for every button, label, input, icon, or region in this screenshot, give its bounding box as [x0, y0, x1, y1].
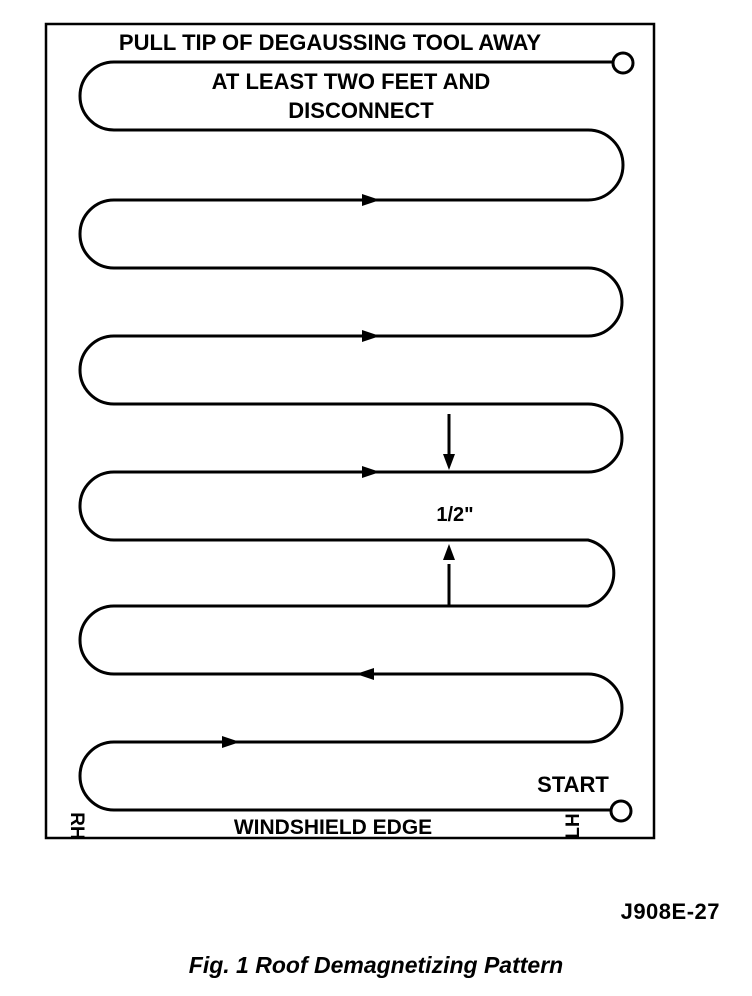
direction-arrow-right: [222, 736, 240, 748]
direction-arrow-right: [362, 194, 380, 206]
figure-code: J908E-27: [620, 899, 720, 924]
spacing-label: 1/2": [436, 504, 473, 526]
windshield-edge-label: WINDSHIELD EDGE: [234, 816, 432, 839]
direction-arrow-right: [362, 330, 380, 342]
instruction-line-3: DISCONNECT: [288, 98, 434, 123]
instruction-line-1: PULL TIP OF DEGAUSSING TOOL AWAY: [119, 30, 541, 55]
lh-side-label: LH: [563, 813, 584, 838]
tool-tip-end-circle: [611, 51, 635, 75]
roof-demagnetizing-diagram: PULL TIP OF DEGAUSSING TOOL AWAY AT LEAS…: [44, 22, 656, 840]
roof-outline: [44, 22, 656, 840]
degaussing-path: [78, 60, 625, 812]
direction-arrow-right: [362, 466, 380, 478]
start-label: START: [537, 772, 609, 797]
direction-arrow-left: [356, 668, 374, 680]
start-circle: [609, 799, 633, 823]
figure-caption: Fig. 1 Roof Demagnetizing Pattern: [188, 952, 564, 978]
instruction-line-2: AT LEAST TWO FEET AND: [212, 69, 491, 94]
spacing-dimension-arrows: [443, 414, 455, 606]
rh-side-label: RH: [66, 812, 87, 839]
